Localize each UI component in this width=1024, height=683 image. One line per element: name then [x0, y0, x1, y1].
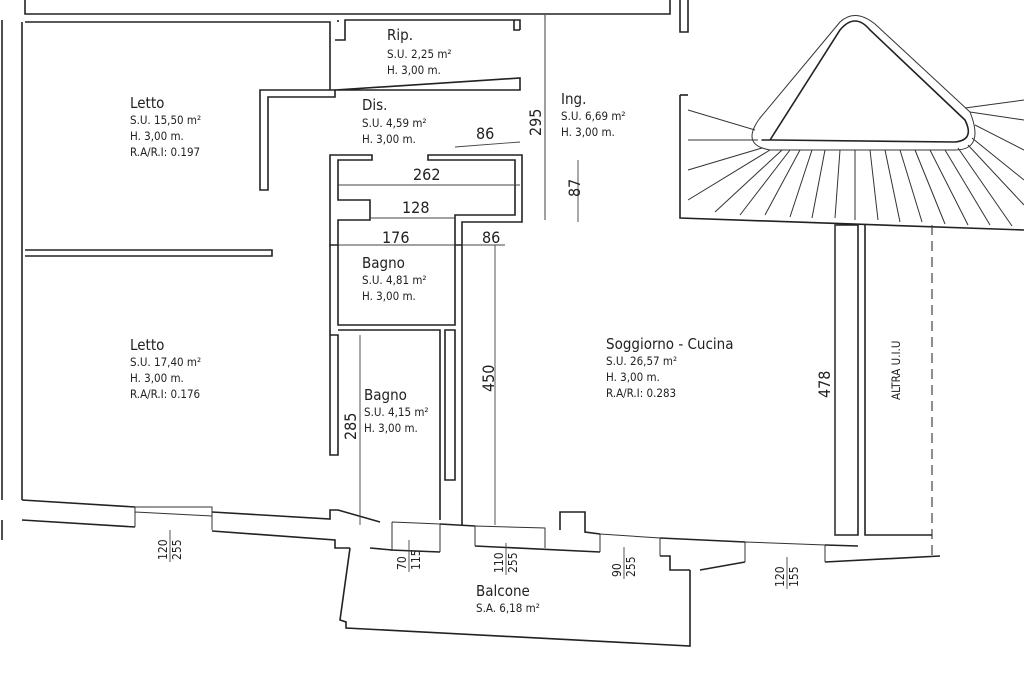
- dim-128: 128: [402, 198, 429, 217]
- room-rip: Rip. S.U. 2,25 m² H. 3,00 m.: [387, 26, 452, 77]
- dim-450: 450: [479, 365, 498, 392]
- window-label: 110 255: [492, 543, 520, 575]
- dimension-labels: 86 262 128 176 86 295 87 450 285 478: [341, 109, 834, 440]
- window-label: 90 255: [610, 547, 638, 579]
- room-area: S.U. 2,25 m²: [387, 47, 452, 61]
- room-area: S.U. 4,15 m²: [364, 405, 429, 419]
- window-label: 70 115: [395, 540, 423, 572]
- window-height: 115: [409, 549, 423, 570]
- window-width: 70: [395, 556, 409, 570]
- room-name: Bagno: [364, 386, 407, 404]
- room-name: Balcone: [476, 582, 530, 600]
- room-name: Rip.: [387, 26, 413, 44]
- window-label: 120 155: [773, 557, 801, 589]
- window-height: 255: [624, 556, 638, 577]
- room-area: S.U. 4,59 m²: [362, 116, 427, 130]
- other-unit-label: ALTRA U.I.U: [889, 341, 903, 400]
- room-letto-1: Letto S.U. 15,50 m² H. 3,00 m. R.A/R.I: …: [130, 94, 201, 159]
- window-height: 155: [787, 566, 801, 587]
- room-name: Soggiorno - Cucina: [606, 335, 733, 353]
- room-height: H. 3,00 m.: [362, 132, 416, 146]
- dim-262: 262: [413, 165, 440, 184]
- room-balcone: Balcone S.A. 6,18 m²: [476, 582, 540, 615]
- window-height: 255: [506, 552, 520, 573]
- room-ratio: R.A/R.I: 0.176: [130, 387, 200, 401]
- dim-87: 87: [565, 179, 584, 197]
- room-soggiorno-cucina: Soggiorno - Cucina S.U. 26,57 m² H. 3,00…: [606, 335, 733, 400]
- room-height: H. 3,00 m.: [362, 289, 416, 303]
- room-ratio: R.A/R.I: 0.283: [606, 386, 676, 400]
- window-width: 120: [773, 566, 787, 587]
- dim-478: 478: [815, 371, 834, 398]
- room-bagno-1: Bagno S.U. 4,81 m² H. 3,00 m.: [362, 254, 427, 303]
- walls: [1, 0, 1024, 571]
- room-area: S.U. 6,69 m²: [561, 109, 626, 123]
- dim-86: 86: [482, 228, 500, 247]
- window-height: 255: [170, 539, 184, 560]
- room-height: H. 3,00 m.: [364, 421, 418, 435]
- window-width: 110: [492, 552, 506, 573]
- dim-176: 176: [382, 228, 409, 247]
- balcony-outline: [339, 547, 691, 647]
- room-height: H. 3,00 m.: [130, 371, 184, 385]
- room-area: S.U. 15,50 m²: [130, 113, 201, 127]
- room-name: Bagno: [362, 254, 405, 272]
- room-dis: Dis. S.U. 4,59 m² H. 3,00 m.: [362, 96, 427, 146]
- room-name: Dis.: [362, 96, 387, 114]
- dimension-lines: [338, 20, 836, 535]
- room-area: S.U. 17,40 m²: [130, 355, 201, 369]
- window-label: 120 255: [156, 530, 184, 562]
- room-bagno-2: Bagno S.U. 4,15 m² H. 3,00 m.: [364, 386, 429, 435]
- room-area: S.U. 26,57 m²: [606, 354, 677, 368]
- room-name: Letto: [130, 336, 164, 354]
- room-name: Ing.: [561, 90, 586, 108]
- room-ing: Ing. S.U. 6,69 m² H. 3,00 m.: [561, 90, 626, 139]
- window-width: 120: [156, 539, 170, 560]
- dim-285: 285: [341, 413, 360, 440]
- dim-86: 86: [476, 124, 494, 143]
- dim-295: 295: [526, 109, 545, 136]
- room-height: H. 3,00 m.: [561, 125, 615, 139]
- room-area: S.U. 4,81 m²: [362, 273, 427, 287]
- room-name: Letto: [130, 94, 164, 112]
- staircase: [687, 15, 1024, 227]
- room-area: S.A. 6,18 m²: [476, 601, 540, 615]
- window-labels: 120 255 70 115 110 255 90 255 120 155: [156, 530, 801, 589]
- room-height: H. 3,00 m.: [606, 370, 660, 384]
- room-height: H. 3,00 m.: [387, 63, 441, 77]
- window-width: 90: [610, 563, 624, 577]
- room-letto-2: Letto S.U. 17,40 m² H. 3,00 m. R.A/R.I: …: [130, 336, 201, 401]
- room-ratio: R.A/R.I: 0.197: [130, 145, 200, 159]
- room-height: H. 3,00 m.: [130, 129, 184, 143]
